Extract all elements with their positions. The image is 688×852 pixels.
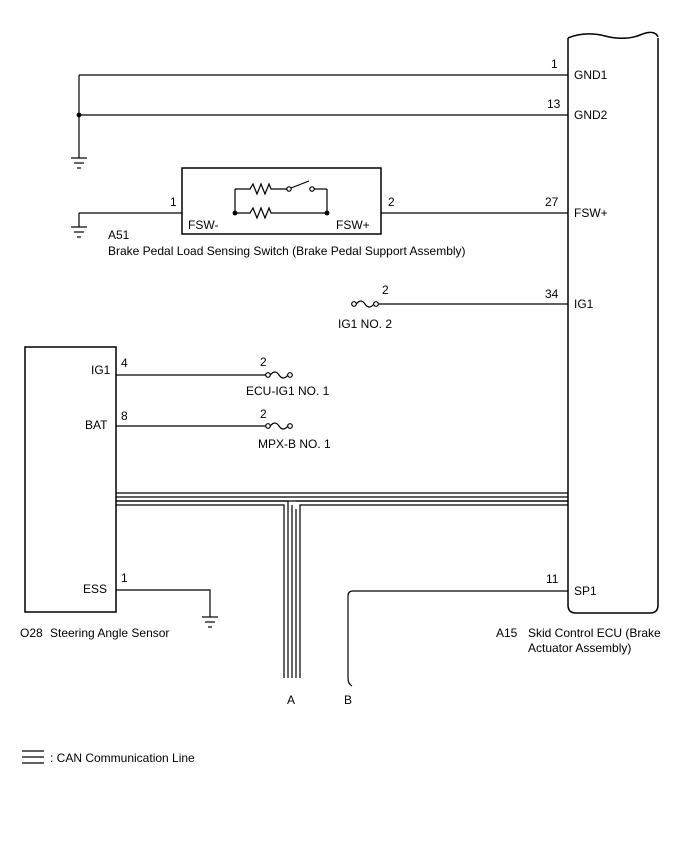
sensor-pin-num-bat: 8 [121,409,128,423]
fuse-pin-ig1-no2: 2 [382,283,389,297]
ecu-pin-label-gnd1: GND1 [574,68,608,82]
switch-contact-icon [286,180,327,192]
legend-text: : CAN Communication Line [50,751,195,765]
ecu-pin-label-sp1: SP1 [574,584,597,598]
switch-terminal-fsw-minus: FSW- [188,218,218,232]
switch-name: Brake Pedal Load Sensing Switch (Brake P… [108,244,466,258]
junction-dot [232,210,238,216]
junction-dot [324,210,330,216]
ecu-code: A15 [496,626,518,640]
ecu-name-line1: Skid Control ECU (Brake [528,626,661,640]
ecu-pin-num-gnd2: 13 [547,97,561,111]
triple-line-icon [22,750,44,764]
ecu-name-line2: Actuator Assembly) [528,641,631,655]
ground-symbol-icon [202,616,218,628]
steering-angle-sensor [24,346,117,613]
sensor-pin-label-ess: ESS [83,582,107,596]
sensor-ground-wiring [116,589,218,628]
fuse-name-ecu-ig1-no1: ECU-IG1 NO. 1 [246,384,330,398]
fuse-pin-ecu-ig1-no1: 2 [260,355,267,369]
ecu-pin-num-ig1: 34 [545,287,559,301]
brake-pedal-load-sensing-switch [71,167,568,238]
resistor-icon [235,182,287,196]
fuse-ig1-no2 [351,300,568,308]
ecu-pin-label-gnd2: GND2 [574,108,608,122]
resistor-icon [235,206,327,220]
fuse-mpx-b-no1 [116,422,293,430]
skid-control-ecu [567,31,659,614]
sensor-pin-label-bat: BAT [85,418,108,432]
can-communication-line [116,492,568,678]
switch-pin-right: 2 [388,195,395,209]
sp1-wiring [347,590,568,687]
connector-label-a: A [287,693,295,707]
switch-pin-left: 1 [170,195,177,209]
fuse-name-mpx-b-no1: MPX-B NO. 1 [258,437,331,451]
fuse-pin-mpx-b-no1: 2 [260,407,267,421]
ecu-pin-num-sp1: 11 [546,572,559,586]
junction-dot [76,112,82,118]
ecu-pin-num-gnd1: 1 [551,57,558,71]
fuse-ecu-ig1-no1 [116,371,293,379]
fuse-name-ig1-no2: IG1 NO. 2 [338,317,392,331]
sensor-name: Steering Angle Sensor [50,626,169,640]
ground-symbol-icon [71,213,87,238]
ecu-pin-label-fsw: FSW+ [574,206,608,220]
sensor-pin-label-ig1: IG1 [91,363,111,377]
ground-symbol-icon [71,157,87,169]
ecu-ground-wiring [71,74,568,169]
switch-terminal-fsw-plus: FSW+ [336,218,370,232]
connector-label-b: B [344,693,352,707]
ecu-pin-num-fsw: 27 [545,195,559,209]
switch-code: A51 [108,228,130,242]
ecu-pin-label-ig1: IG1 [574,297,594,311]
sensor-pin-num-ig1: 4 [121,356,128,370]
sensor-pin-num-ess: 1 [121,571,128,585]
sensor-code: O28 [20,626,43,640]
